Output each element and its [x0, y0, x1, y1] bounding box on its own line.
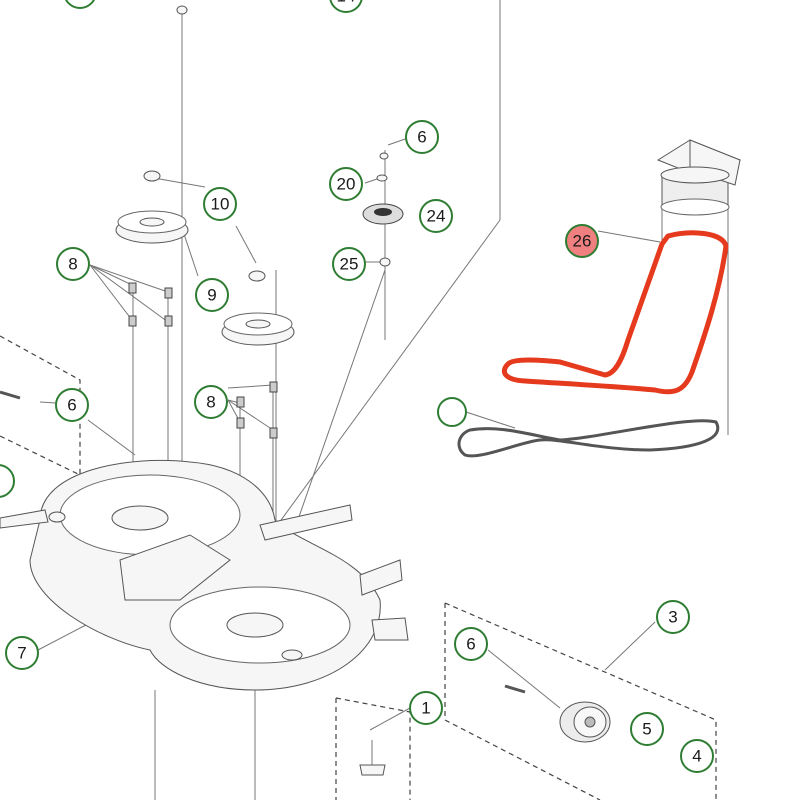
svg-text:6: 6 — [466, 635, 475, 654]
callout-20[interactable]: 20 — [329, 167, 363, 201]
svg-text:8: 8 — [68, 255, 77, 274]
spindle-nuts — [143, 5, 391, 282]
svg-text:25: 25 — [340, 255, 359, 274]
callout-3[interactable]: 3 — [656, 600, 690, 634]
svg-text:14: 14 — [337, 0, 356, 6]
callout-25[interactable]: 25 — [332, 247, 366, 281]
callout-6-left[interactable]: 6 — [55, 388, 89, 422]
bolts-8 — [128, 282, 278, 439]
electric-clutch — [656, 139, 742, 216]
callout-26-highlighted[interactable]: 26 — [565, 224, 599, 258]
callout-1[interactable]: 1 — [409, 691, 443, 725]
pulley-9 — [115, 210, 189, 244]
callout-8-lower[interactable]: 8 — [194, 385, 228, 419]
svg-text:3: 3 — [668, 608, 677, 627]
callout-9[interactable]: 9 — [195, 278, 229, 312]
callout-6-right[interactable]: 6 — [454, 627, 488, 661]
svg-text:20: 20 — [337, 175, 356, 194]
svg-text:8: 8 — [206, 393, 215, 412]
callout-7[interactable]: 7 — [5, 636, 39, 670]
svg-text:10: 10 — [211, 195, 230, 214]
mower-deck-shell — [0, 459, 409, 691]
svg-text:24: 24 — [427, 207, 446, 226]
svg-text:5: 5 — [642, 720, 651, 739]
svg-text:1: 1 — [421, 699, 430, 718]
svg-text:26: 26 — [573, 232, 592, 251]
callout-top-left[interactable] — [64, 0, 96, 9]
gauge-wheel — [559, 701, 611, 743]
callout-10[interactable]: 10 — [203, 187, 237, 221]
small-pins — [0, 390, 526, 776]
leader-lines — [37, 0, 729, 800]
svg-text:9: 9 — [207, 286, 216, 305]
callout-left-edge[interactable] — [0, 464, 15, 498]
svg-text:4: 4 — [692, 747, 701, 766]
deck-belt — [457, 419, 720, 458]
callout-empty-belt[interactable] — [437, 397, 467, 427]
svg-text:6: 6 — [417, 128, 426, 147]
callout-6-top[interactable]: 6 — [405, 120, 439, 154]
callout-4[interactable]: 4 — [680, 739, 714, 773]
svg-text:6: 6 — [67, 396, 76, 415]
idler-pulley-24 — [362, 203, 404, 225]
callout-5[interactable]: 5 — [630, 712, 664, 746]
drive-belt-26-highlighted — [501, 230, 729, 395]
svg-text:7: 7 — [17, 644, 26, 663]
pulley-9-lower — [221, 312, 295, 346]
callout-8-upper[interactable]: 8 — [56, 247, 90, 281]
callout-24[interactable]: 24 — [419, 199, 453, 233]
callout-14[interactable]: 14 — [329, 0, 363, 13]
